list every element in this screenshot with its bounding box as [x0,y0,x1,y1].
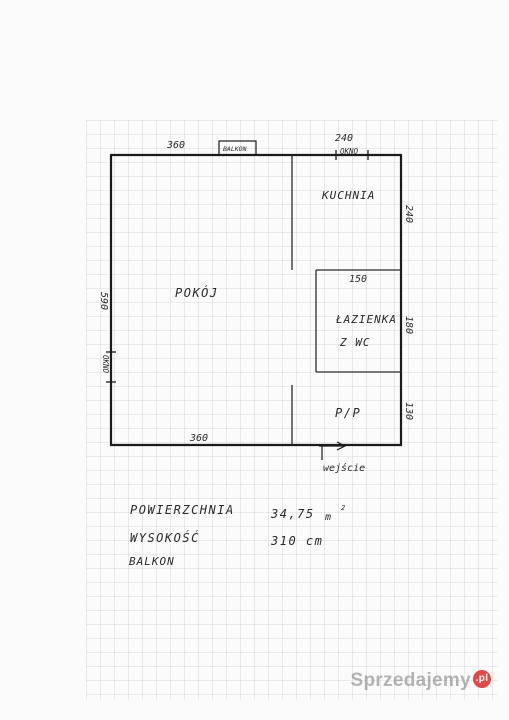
entrance-arrow [319,441,347,460]
hallway-label: P/P [335,406,361,420]
dim-right-mid: 180 [403,316,414,334]
area-label: POWIERZCHNIA [130,503,235,517]
height-value: 310 cm [270,534,323,548]
area-unit: m [324,512,331,523]
balcony-note: BALKON [129,555,175,568]
watermark-brand: Sprzedajemy [350,670,471,691]
balcony-door-label: BALKON [223,145,247,153]
dim-left: 590 [98,292,109,310]
watermark-suffix: .pl [473,670,491,688]
bathroom-label-1: ŁAZIENKA [335,313,397,326]
room-label: POKÓJ [175,285,219,300]
bathroom-label-2: Z WC [339,336,371,349]
area-unit-sup: 2 [341,504,345,512]
dim-right-bottom: 130 [403,402,414,420]
site-watermark: Sprzedajemy.pl [350,670,491,692]
kitchen-label: KUCHNIA [321,189,375,202]
dim-right-top: 240 [403,205,414,223]
balcony-door-box [218,140,257,156]
window-left-label: OKNO [101,355,110,374]
outer-walls [109,153,403,447]
dim-top-left: 360 [166,140,185,151]
dim-bath-width: 150 [349,274,367,285]
dim-top-right: 240 [335,133,353,144]
height-label: WYSOKOŚĆ [130,530,200,545]
area-value: 34,75 [270,507,315,521]
window-marks [106,150,369,383]
dim-bottom: 360 [189,433,208,444]
entrance-label: wejście [323,462,365,474]
window-top-label: OKNO [340,147,359,156]
interior-walls [291,155,401,445]
